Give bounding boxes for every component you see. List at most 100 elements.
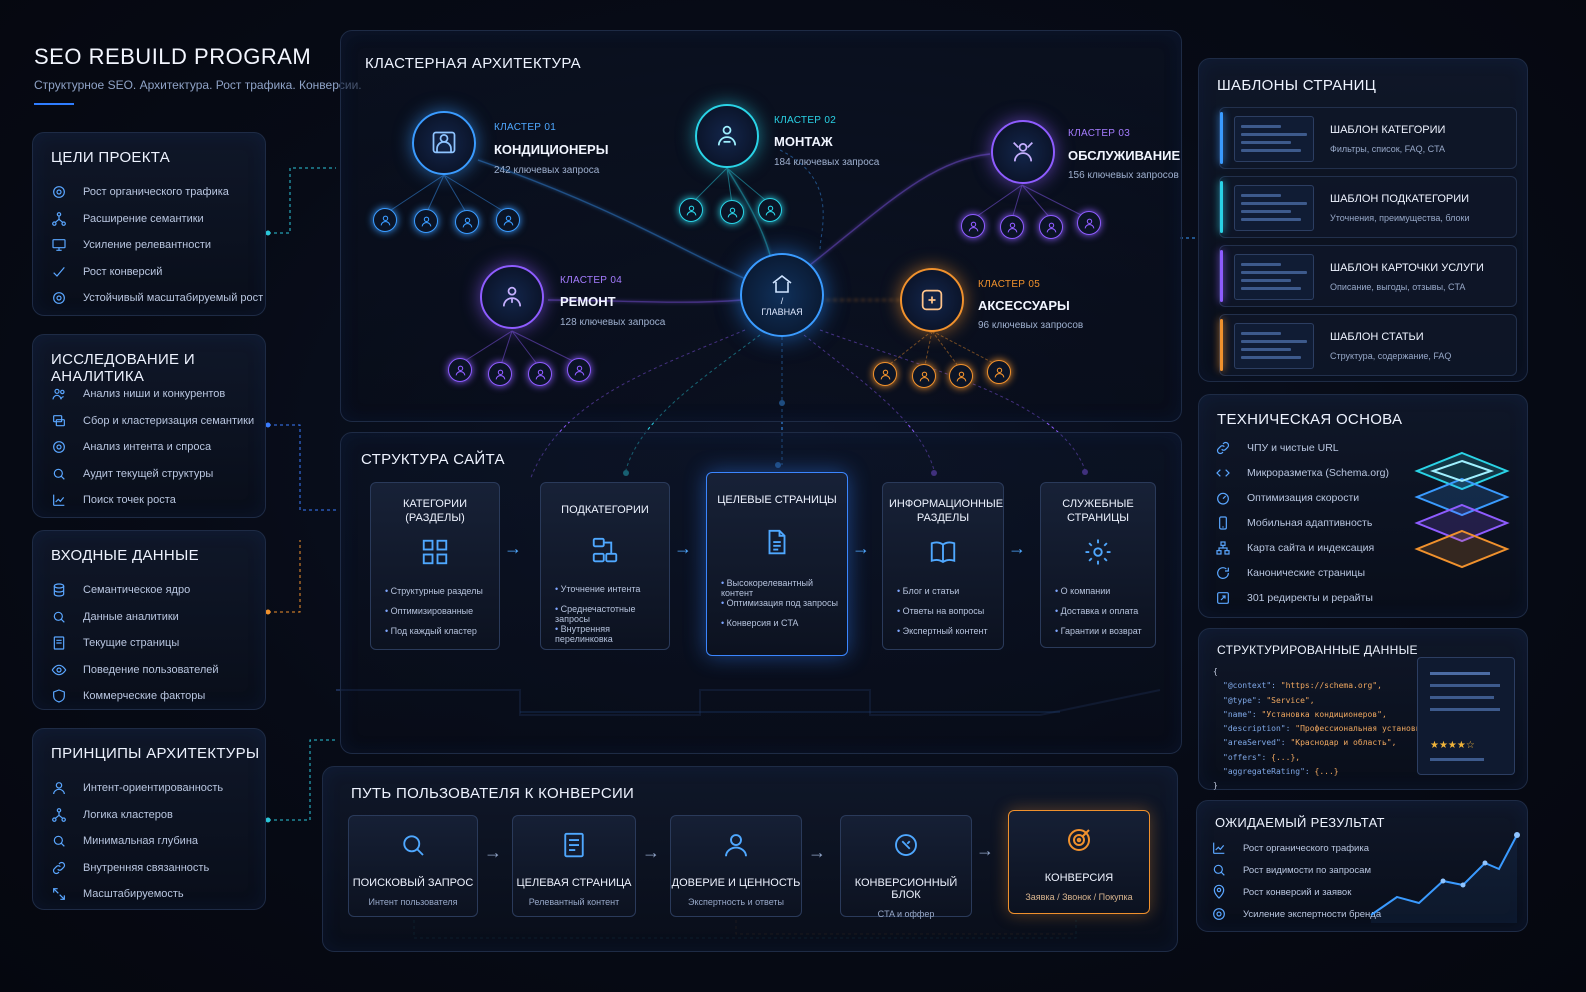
tech-title: ТЕХНИЧЕСКАЯ ОСНОВА: [1217, 411, 1403, 428]
tech-item: Оптимизация скорости: [1215, 485, 1389, 510]
structure-card-info-sections[interactable]: ИНФОРМАЦИОННЫЕ РАЗДЕЛЫ Блог и статьи Отв…: [882, 482, 1004, 650]
page-icon: [51, 635, 67, 651]
path-step-target-page[interactable]: ЦЕЛЕВАЯ СТРАНИЦА Релевантный контент: [512, 815, 636, 917]
sub-node[interactable]: [455, 210, 479, 234]
sub-node[interactable]: [448, 358, 472, 382]
results-item: Рост органического трафика: [1211, 837, 1381, 859]
path-step-search[interactable]: ПОИСКОВЫЙ ЗАПРОС Интент пользователя: [348, 815, 478, 917]
path-step-conversion[interactable]: КОНВЕРСИЯ Заявка / Звонок / Покупка: [1008, 810, 1150, 914]
tech-item-label: ЧПУ и чистые URL: [1247, 441, 1339, 454]
refresh-icon: [1215, 565, 1231, 581]
code-close: }: [1213, 781, 1218, 791]
structure-card-list: Высокорелевантный контент Оптимизация по…: [721, 578, 847, 638]
tech-item: Карта сайта и индексация: [1215, 535, 1389, 560]
sub-node[interactable]: [720, 200, 744, 224]
code-key: "@context":: [1223, 681, 1276, 691]
structure-card-target-pages[interactable]: ЦЕЛЕВЫЕ СТРАНИЦЫ Высокорелевантный конте…: [706, 472, 848, 656]
phone-icon: [1215, 515, 1231, 531]
tech-item: Мобильная адаптивность: [1215, 510, 1389, 535]
sub-node[interactable]: [528, 362, 552, 386]
sub-node[interactable]: [912, 364, 936, 388]
cluster-05-node[interactable]: [900, 268, 964, 332]
structure-card-list: Блог и статьи Ответы на вопросы Экспертн…: [897, 586, 1003, 646]
search-icon: [51, 833, 67, 849]
sub-node[interactable]: [758, 198, 782, 222]
subcategory-icon: [592, 537, 618, 563]
sub-node[interactable]: [873, 362, 897, 386]
code-value: {...},: [1266, 752, 1301, 762]
home-node[interactable]: / ГЛАВНАЯ: [740, 253, 824, 337]
cluster-02-node[interactable]: [695, 104, 759, 168]
cluster-03-node[interactable]: [991, 120, 1055, 184]
sub-node[interactable]: [373, 208, 397, 232]
code-key: "areaServed":: [1223, 738, 1286, 748]
user-icon: [495, 369, 505, 379]
sub-node[interactable]: [1077, 211, 1101, 235]
cluster-03-name: ОБСЛУЖИВАНИЕ: [1068, 148, 1181, 163]
pin-icon: [1211, 884, 1227, 900]
cluster-01-node[interactable]: [412, 111, 476, 175]
path-step-title: ЦЕЛЕВАЯ СТРАНИЦА: [516, 877, 632, 889]
goals-item-label: Расширение семантики: [83, 212, 204, 225]
structure-card-list: О компании Доставка и оплата Гарантии и …: [1055, 586, 1155, 646]
inputs-item: Коммерческие факторы: [51, 683, 219, 710]
principles-panel: ПРИНЦИПЫ АРХИТЕКТУРЫ Интент-ориентирован…: [32, 728, 266, 910]
inputs-item-label: Поведение пользователей: [83, 663, 219, 676]
results-item-label: Рост конверсий и заявок: [1243, 886, 1352, 898]
template-desc: Уточнения, преимущества, блоки: [1330, 213, 1470, 223]
user-icon: [462, 217, 472, 227]
structure-card-categories[interactable]: КАТЕГОРИИ (РАЗДЕЛЫ) Структурные разделы …: [370, 482, 500, 650]
template-card[interactable]: ШАБЛОН СТАТЬИ Структура, содержание, FAQ: [1219, 314, 1517, 376]
sub-node[interactable]: [567, 358, 591, 382]
cursor-icon: [895, 834, 917, 856]
sub-node[interactable]: [488, 362, 512, 386]
sub-node[interactable]: [414, 209, 438, 233]
tech-item-label: Микроразметка (Schema.org): [1247, 466, 1389, 479]
search-icon: [403, 835, 424, 856]
list-item: Оптимизация под запросы: [721, 598, 847, 618]
user-icon: [725, 834, 747, 857]
structure-card-subcategories[interactable]: ПОДКАТЕГОРИИ Уточнение интента Среднечас…: [540, 482, 670, 650]
path-step-trust[interactable]: ДОВЕРИЕ И ЦЕННОСТЬ Экспертность и ответы: [670, 815, 802, 917]
sub-node[interactable]: [496, 208, 520, 232]
sub-node[interactable]: [987, 360, 1011, 384]
path-step-sub: CTA и оффер: [877, 909, 935, 919]
structure-card-title: СЛУЖЕБНЫЕ СТРАНИЦЫ: [1062, 498, 1134, 524]
sub-node[interactable]: [961, 214, 985, 238]
cluster-02-name: МОНТАЖ: [774, 134, 833, 149]
template-name: ШАБЛОН СТАТЬИ: [1330, 331, 1424, 343]
results-item: Усиление экспертности бренда: [1211, 903, 1381, 925]
cluster-04-node[interactable]: [480, 265, 544, 329]
goals-title: ЦЕЛИ ПРОЕКТА: [51, 149, 171, 166]
path-step-conversion-block[interactable]: КОНВЕРСИОННЫЙ БЛОК CTA и оффер: [840, 815, 972, 919]
database-icon: [51, 582, 67, 598]
list-item: Доставка и оплата: [1055, 606, 1155, 626]
code-key: "description":: [1223, 724, 1291, 734]
arrow-icon: →: [808, 842, 826, 862]
structure-card-service-pages[interactable]: СЛУЖЕБНЫЕ СТРАНИЦЫ О компании Доставка и…: [1040, 482, 1156, 648]
goals-item-label: Усиление релевантности: [83, 239, 212, 252]
template-desc: Структура, содержание, FAQ: [1330, 351, 1452, 361]
sub-node[interactable]: [949, 364, 973, 388]
code-line: "offers": {...},: [1213, 751, 1435, 765]
list-item: Гарантии и возврат: [1055, 626, 1155, 646]
structure-card-title: ИНФОРМАЦИОННЫЕ РАЗДЕЛЫ: [889, 498, 1004, 524]
template-accent-bar: [1220, 181, 1223, 233]
site-structure-title: СТРУКТУРА САЙТА: [361, 451, 505, 468]
sub-node[interactable]: [679, 198, 703, 222]
home-label: ГЛАВНАЯ: [761, 307, 803, 317]
user-icon: [968, 221, 978, 231]
cluster-01-name: КОНДИЦИОНЕРЫ: [494, 142, 609, 157]
sub-node[interactable]: [1039, 215, 1063, 239]
sitemap-icon: [1215, 540, 1231, 556]
user-icon: [421, 216, 431, 226]
sub-node[interactable]: [1000, 215, 1024, 239]
template-accent-bar: [1220, 319, 1223, 371]
